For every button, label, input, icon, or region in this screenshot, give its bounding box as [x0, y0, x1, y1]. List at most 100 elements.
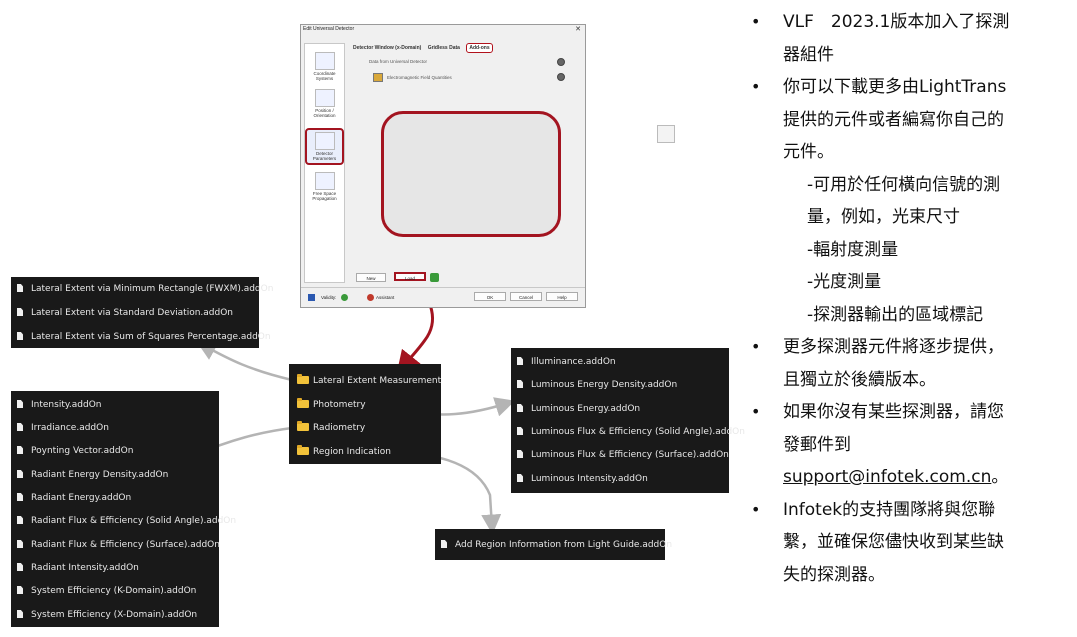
note-line: 元件。 [783, 142, 834, 162]
load-button[interactable]: Load [394, 272, 426, 281]
note-item: • 你可以下載更多由LightTrans 提供的元件或者編寫你自己的 元件。 [745, 71, 1075, 169]
folder-icon [297, 374, 309, 384]
file-item[interactable]: Luminous Flux & Efficiency (Surface).add… [517, 450, 729, 460]
support-email-link[interactable]: support@infotek.com.cn [783, 467, 992, 487]
nav-free-space-propagation[interactable]: Free Space Propagation [307, 172, 342, 201]
nav-label: Detector Parameters [312, 151, 337, 161]
folder-name: Region Indication [313, 447, 391, 457]
folder-item[interactable]: Lateral Extent Measurement [297, 374, 442, 386]
nav-detector-parameters[interactable]: Detector Parameters [305, 128, 344, 165]
radiometry-panel: Intensity.addOn Irradiance.addOn Poyntin… [11, 391, 236, 627]
dialog-tabs: Detector Window (x-Domain) Gridless Data… [353, 43, 498, 53]
bullet-icon: • [751, 337, 761, 356]
note-line: VLF 2023.1版本加入了探測 [783, 12, 1010, 32]
gear-icon[interactable] [557, 73, 565, 81]
detector-parameters-icon [314, 132, 335, 150]
file-item[interactable]: Poynting Vector.addOn [17, 446, 133, 456]
file-name: Luminous Intensity.addOn [531, 474, 648, 484]
note-line: 且獨立於後續版本。 [783, 369, 936, 390]
bullet-icon: • [751, 12, 761, 31]
file-name: Luminous Energy.addOn [531, 404, 641, 414]
assistant-icon [367, 294, 374, 301]
file-item[interactable]: Illuminance.addOn [517, 357, 616, 367]
file-name: Lateral Extent via Standard Deviation.ad… [31, 308, 233, 318]
photometry-panel: Illuminance.addOn Luminous Energy Densit… [511, 348, 745, 493]
file-item[interactable]: Lateral Extent via Sum of Squares Percen… [17, 332, 271, 342]
coordinate-systems-icon [314, 52, 335, 70]
refresh-icon[interactable] [657, 125, 675, 143]
file-item[interactable]: Luminous Energy.addOn [517, 404, 640, 414]
file-icon [17, 400, 23, 408]
file-item[interactable]: Irradiance.addOn [17, 423, 109, 433]
note-line: 繫，並確保您儘快收到某些缺 [783, 532, 1004, 552]
file-name: Lateral Extent via Sum of Squares Percen… [31, 332, 271, 342]
file-name: Radiant Energy Density.addOn [31, 470, 169, 480]
nav-label: Position / Orientation [313, 108, 336, 118]
new-button[interactable]: New [356, 273, 386, 282]
tab-add-ons[interactable]: Add-ons [466, 43, 493, 53]
help-button[interactable]: Help [546, 292, 578, 301]
file-icon [441, 540, 447, 548]
cancel-button[interactable]: Cancel [510, 292, 542, 301]
file-name: Lateral Extent via Minimum Rectangle (FW… [31, 284, 274, 294]
refresh-icon[interactable] [430, 273, 439, 282]
file-name: Radiant Flux & Efficiency (Solid Angle).… [31, 516, 237, 526]
nav-label: Free Space Propagation [312, 191, 337, 201]
note-line: 更多探測器元件將逐步提供， [783, 337, 1004, 357]
file-item[interactable]: Radiant Flux & Efficiency (Surface).addO… [17, 540, 220, 550]
folder-item[interactable]: Radiometry [297, 421, 366, 433]
note-item: • 如果你沒有某些探測器，請您 發郵件到 support@infotek.com… [745, 396, 1075, 494]
edit-universal-detector-dialog: Edit Universal Detector ✕ Coordinate Sys… [300, 24, 586, 308]
file-item[interactable]: System Efficiency (X-Domain).addOn [17, 610, 197, 620]
file-item[interactable]: Intensity.addOn [17, 400, 101, 410]
tree-child[interactable]: Electromagnetic Field Quantities [387, 75, 452, 80]
file-item[interactable]: Radiant Energy Density.addOn [17, 470, 168, 480]
file-icon [17, 516, 23, 524]
sub-note: -可用於任何橫向信號的測 [807, 174, 1001, 195]
ok-button[interactable]: OK [474, 292, 506, 301]
file-item[interactable]: System Efficiency (K-Domain).addOn [17, 586, 196, 596]
folder-item[interactable]: Region Indication [297, 445, 391, 457]
note-line: 提供的元件或者編寫你自己的 [783, 109, 1004, 130]
file-item[interactable]: Lateral Extent via Standard Deviation.ad… [17, 308, 233, 318]
file-item[interactable]: Luminous Energy Density.addOn [517, 380, 677, 390]
assistant-button[interactable]: Assistant [376, 295, 395, 300]
file-icon [17, 610, 23, 618]
file-item[interactable]: Add Region Information from Light Guide.… [441, 540, 672, 550]
tree-root[interactable]: Data from Universal Detector [369, 59, 428, 64]
nav-coordinate-systems[interactable]: Coordinate Systems [307, 52, 342, 81]
sub-note: -光度測量 [807, 272, 882, 292]
file-item[interactable]: Radiant Intensity.addOn [17, 563, 139, 573]
file-name: System Efficiency (X-Domain).addOn [31, 610, 198, 620]
folder-icon [297, 421, 309, 431]
file-icon [17, 540, 23, 548]
folder-item[interactable]: Photometry [297, 398, 366, 410]
position-orientation-icon [314, 89, 335, 107]
folder-icon [297, 445, 309, 455]
file-name: Illuminance.addOn [531, 357, 616, 367]
file-icon [17, 446, 23, 454]
file-item[interactable]: Luminous Intensity.addOn [517, 474, 648, 484]
file-name: Poynting Vector.addOn [31, 446, 134, 456]
free-space-propagation-icon [314, 172, 335, 190]
close-icon[interactable]: ✕ [575, 26, 581, 33]
nav-position-orientation[interactable]: Position / Orientation [307, 89, 342, 118]
sub-note: 量，例如，光束尺寸 [807, 207, 960, 227]
file-item[interactable]: Radiant Flux & Efficiency (Solid Angle).… [17, 516, 236, 526]
file-icon [17, 423, 23, 431]
folder-name: Radiometry [313, 423, 366, 433]
file-item[interactable]: Radiant Energy.addOn [17, 493, 131, 503]
file-icon [517, 450, 523, 458]
file-item[interactable]: Lateral Extent via Minimum Rectangle (FW… [17, 284, 273, 294]
save-icon[interactable] [308, 294, 315, 301]
file-item[interactable]: Luminous Flux & Efficiency (Solid Angle)… [517, 427, 745, 437]
folder-name: Lateral Extent Measurement [313, 376, 442, 386]
note-line: 你可以下載更多由LightTrans [783, 77, 1007, 97]
file-icon [17, 308, 23, 316]
note-item: • 更多探測器元件將逐步提供， 且獨立於後續版本。 [745, 331, 1075, 396]
note-line: Infotek的支持團隊將與您聯 [783, 499, 996, 520]
tab-gridless-data[interactable]: Gridless Data [427, 45, 460, 51]
gear-icon[interactable] [557, 58, 565, 66]
notes-list: • VLF 2023.1版本加入了探測 器組件 • 你可以下載更多由LightT… [745, 6, 1075, 591]
tab-detector-window[interactable]: Detector Window (x-Domain) [353, 45, 422, 51]
